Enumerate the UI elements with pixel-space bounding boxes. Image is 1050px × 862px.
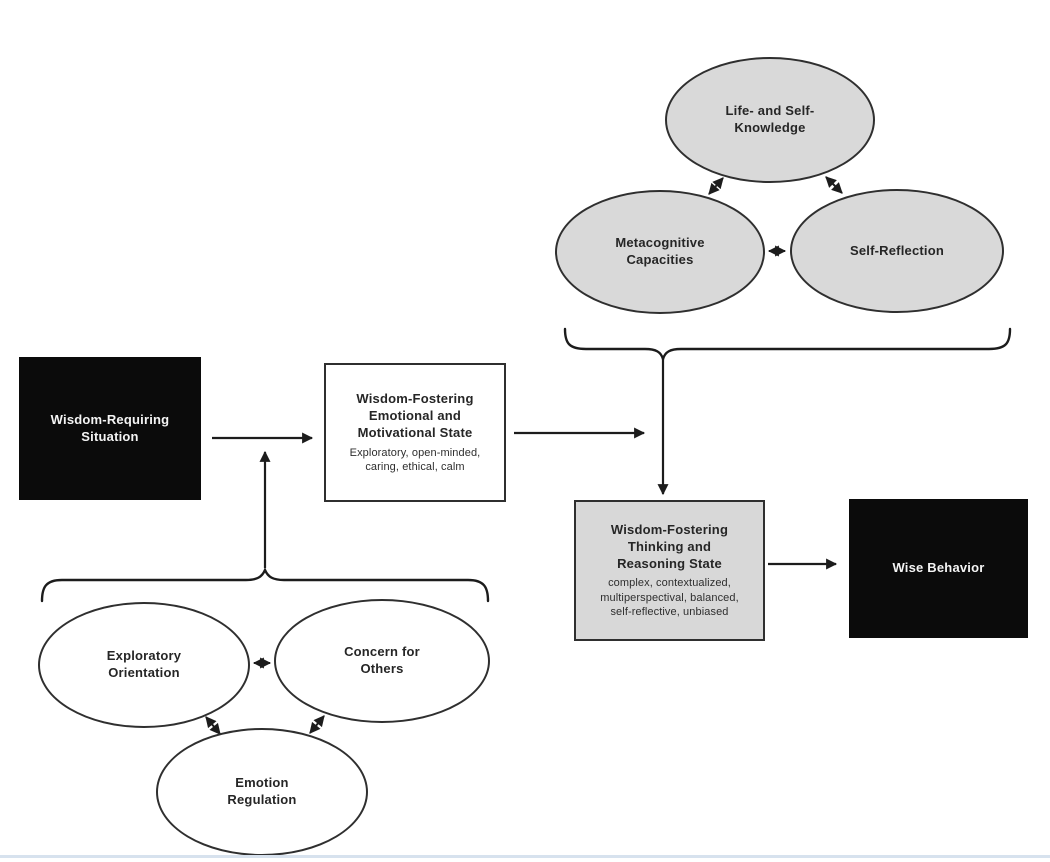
node-emotional-motivational-state: Wisdom-Fostering Emotional and Motivatio… [324, 363, 506, 502]
node-emotion-regulation: Emotion Regulation [156, 728, 368, 856]
node-wise-behavior: Wise Behavior [849, 499, 1028, 638]
bottom-border-line [0, 855, 1050, 858]
node-wisdom-requiring-situation-label: Wisdom-Requiring Situation [50, 411, 170, 444]
node-concern-for-others-label: Concern for Others [344, 644, 420, 676]
node-emotion-regulation-label: Emotion Regulation [227, 775, 297, 807]
node-exploratory-orientation: Exploratory Orientation [38, 602, 250, 728]
node-metacognitive-capacities: Metacognitive Capacities [555, 190, 765, 314]
double-arrow-knowledge-metacognitive [708, 177, 724, 195]
node-metacognitive-capacities-label: Metacognitive Capacities [615, 235, 705, 267]
top-cluster-brace [563, 327, 1012, 364]
bottom-cluster-brace [40, 566, 490, 603]
node-concern-for-others: Concern for Others [274, 599, 490, 723]
double-arrow-knowledge-selfreflection [825, 176, 843, 194]
node-thinking-reasoning-state: Wisdom-Fostering Thinking and Reasoning … [574, 500, 765, 641]
double-arrow-exploratory-emotion [205, 716, 221, 735]
node-thinking-reasoning-state-title: Wisdom-Fostering Thinking and Reasoning … [610, 521, 729, 571]
node-wise-behavior-label: Wise Behavior [892, 560, 985, 576]
node-emotional-motivational-state-subtitle: Exploratory, open-minded, caring, ethica… [349, 446, 481, 473]
node-wisdom-requiring-situation: Wisdom-Requiring Situation [19, 357, 201, 500]
node-life-self-knowledge-label: Life- and Self- Knowledge [725, 103, 815, 135]
node-self-reflection-label: Self-Reflection [849, 242, 944, 258]
node-emotional-motivational-state-title: Wisdom-Fostering Emotional and Motivatio… [356, 390, 474, 440]
node-self-reflection: Self-Reflection [790, 189, 1004, 313]
node-exploratory-orientation-label: Exploratory Orientation [106, 648, 182, 680]
double-arrow-concern-emotion [309, 715, 325, 734]
node-thinking-reasoning-state-subtitle: complex, contextualized, multiperspectiv… [600, 577, 739, 618]
node-life-self-knowledge: Life- and Self- Knowledge [665, 57, 875, 183]
